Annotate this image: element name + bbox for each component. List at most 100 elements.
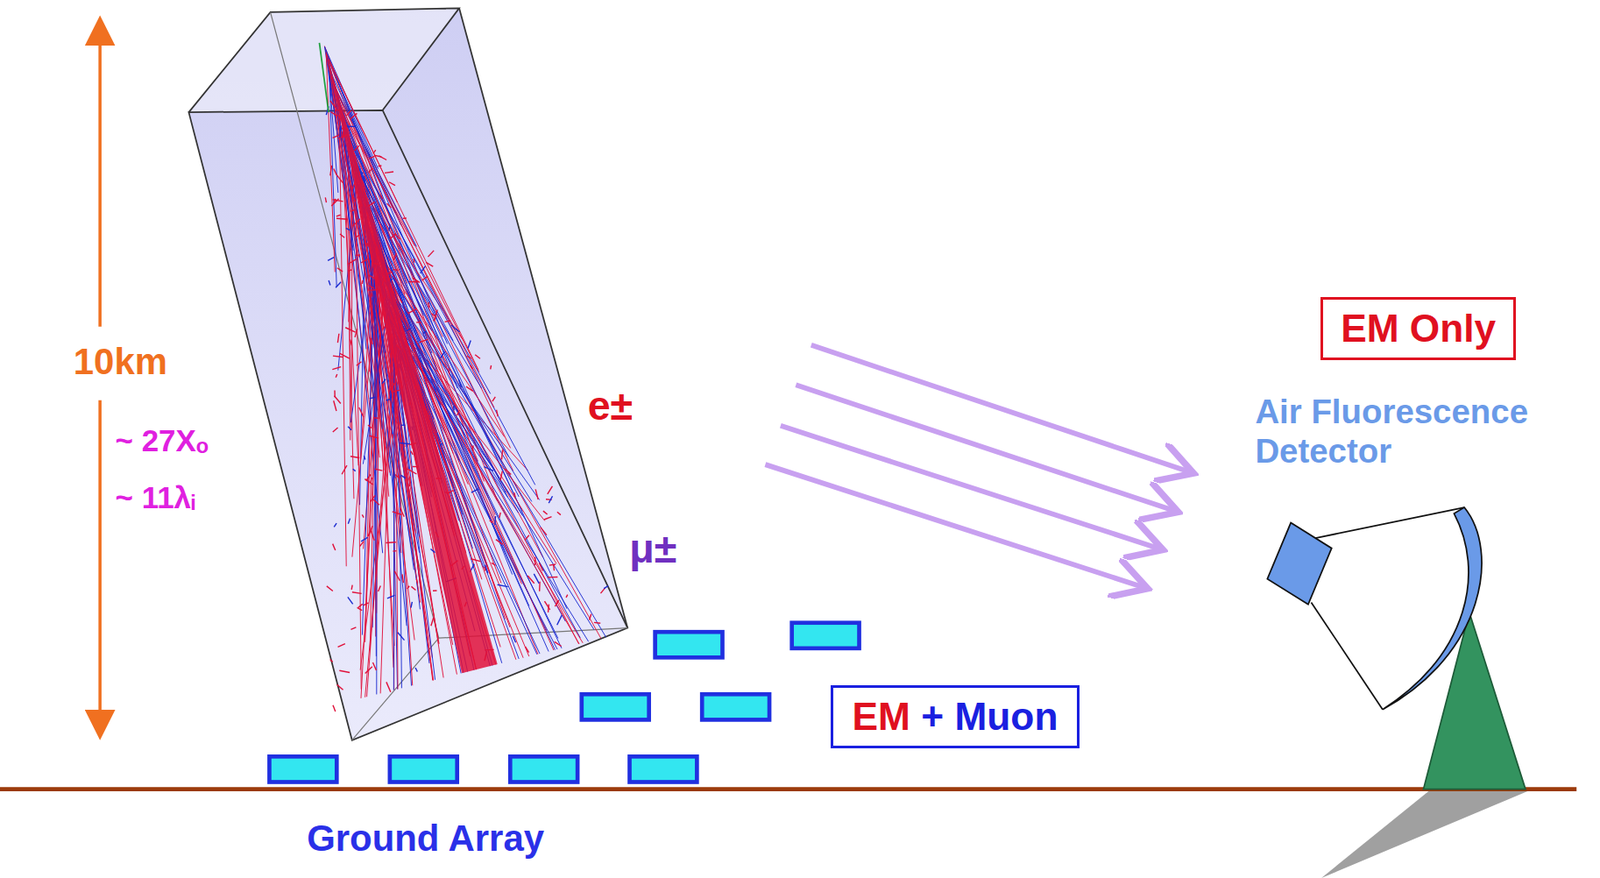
shower-track xyxy=(330,165,333,177)
particle-shower xyxy=(324,45,609,712)
shower-track xyxy=(358,603,363,608)
shower-track xyxy=(502,449,503,460)
shower-track xyxy=(512,636,516,643)
shower-track xyxy=(340,109,415,246)
array-label: Ground Array xyxy=(306,817,545,860)
shower-track xyxy=(431,617,434,626)
box-text: + Muon xyxy=(920,694,1058,738)
shower-track xyxy=(589,614,592,621)
shower-track xyxy=(420,266,426,274)
shower-track xyxy=(380,195,383,199)
shower-track xyxy=(347,269,352,271)
shower-track xyxy=(332,76,408,284)
shower-track xyxy=(410,451,414,455)
shower-track xyxy=(346,110,351,116)
height-arrow xyxy=(98,30,101,327)
shower-track xyxy=(535,488,539,500)
shower-track xyxy=(397,632,405,641)
shower-track xyxy=(371,292,374,297)
shower-track xyxy=(594,622,601,624)
shower-track xyxy=(547,486,553,495)
shower-track xyxy=(472,445,475,451)
shower-track xyxy=(350,152,454,341)
telescope-stand xyxy=(1423,612,1526,790)
shower-track xyxy=(354,328,358,338)
shower-track xyxy=(345,327,355,333)
shower-track xyxy=(332,544,336,551)
shower-track xyxy=(361,258,369,263)
fluorescence-light xyxy=(764,345,1189,588)
shower-track xyxy=(368,289,379,291)
shower-track xyxy=(368,155,375,158)
shower-track xyxy=(497,584,509,587)
shower-track xyxy=(382,382,384,395)
shower-track xyxy=(361,537,369,542)
shower-track xyxy=(389,182,396,186)
camera xyxy=(1267,523,1331,605)
shower-track xyxy=(330,100,338,110)
shower-track xyxy=(418,339,427,342)
shower-track xyxy=(363,455,365,460)
shower-track xyxy=(547,604,550,613)
shower-track xyxy=(365,666,373,674)
shower-track xyxy=(392,511,402,515)
shower-track xyxy=(456,410,460,416)
shower-track xyxy=(335,374,338,378)
shower-track xyxy=(467,355,472,359)
shower-track xyxy=(494,516,496,525)
shower-track xyxy=(332,355,343,357)
shower-track xyxy=(527,575,534,584)
shower-track xyxy=(412,258,415,263)
box-text: EM Only xyxy=(1340,306,1496,350)
shower-track xyxy=(500,471,503,482)
shower-track xyxy=(326,54,485,482)
shower-track xyxy=(566,594,568,598)
shower-track xyxy=(336,684,343,690)
shower-track xyxy=(370,530,375,540)
shower-track xyxy=(332,705,336,712)
shower-track xyxy=(327,257,334,262)
shower-track xyxy=(470,365,474,369)
detector-label: Air Fluorescence Detector xyxy=(1254,392,1599,470)
primary-track xyxy=(319,42,329,113)
shower-track xyxy=(400,507,405,517)
shower-track xyxy=(330,112,338,117)
shower-track xyxy=(361,514,364,517)
shower-track xyxy=(524,535,530,541)
shower-track xyxy=(357,607,363,610)
shower-track xyxy=(416,579,418,584)
shower-track xyxy=(373,149,376,154)
shower-track xyxy=(557,511,561,515)
shower-track xyxy=(352,592,362,595)
shower-track xyxy=(549,564,556,566)
telescope-shadow xyxy=(1321,791,1528,878)
shower-track xyxy=(336,214,341,217)
shower-track xyxy=(359,407,364,418)
shower-track xyxy=(427,250,434,257)
shower-track xyxy=(385,399,390,401)
shower-track xyxy=(387,594,396,599)
shower-track xyxy=(355,254,361,256)
shower-track xyxy=(401,474,406,478)
interaction-length: ~ 11λᵢ xyxy=(115,480,196,516)
shower-track xyxy=(353,145,359,151)
shower-track xyxy=(401,424,406,426)
shower-track xyxy=(332,367,341,370)
shower-track xyxy=(381,287,595,630)
shower-track xyxy=(367,332,395,697)
ground-line xyxy=(0,786,1577,792)
shower-track xyxy=(352,219,360,227)
shower-track xyxy=(534,557,537,566)
shower-track xyxy=(353,468,356,471)
shower-track xyxy=(433,318,436,321)
shower-track xyxy=(423,331,427,333)
shower-track xyxy=(378,164,383,167)
shower-track xyxy=(339,353,350,359)
shower-track xyxy=(389,233,397,240)
shower-track xyxy=(347,518,350,524)
shower-track xyxy=(337,268,343,272)
shower-track xyxy=(524,646,529,653)
shower-track xyxy=(328,280,331,286)
shower-track xyxy=(391,389,400,392)
shower-track xyxy=(547,576,558,579)
